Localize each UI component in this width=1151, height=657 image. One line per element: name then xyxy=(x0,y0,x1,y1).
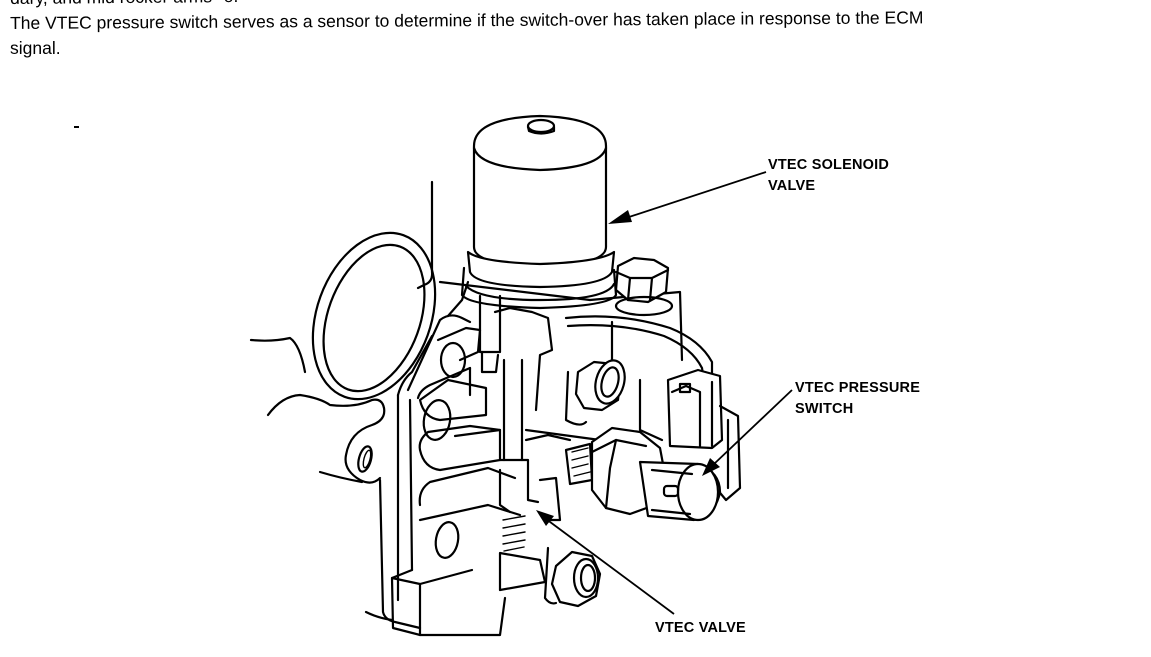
bottom-bolt xyxy=(543,546,602,608)
solenoid-arrow-icon xyxy=(608,210,632,224)
side-bolt xyxy=(564,359,626,426)
vtec-spool xyxy=(478,294,602,592)
connector xyxy=(638,368,742,502)
paragraph-signal: signal. xyxy=(10,38,61,58)
label-vtec-pressure-switch: VTEC PRESSURE SWITCH xyxy=(795,380,921,417)
valve-arrow-icon xyxy=(536,510,554,526)
label-vtec-solenoid-valve: VTEC SOLENOID VALVE xyxy=(768,157,890,194)
pressure-switch-leader xyxy=(713,389,793,465)
cylinder-head-outline xyxy=(249,180,437,630)
body-text: dary, and mid rocker arms *o. The VTEC p… xyxy=(10,0,1150,61)
top-bolt xyxy=(614,256,674,317)
solenoid-valve xyxy=(460,114,618,310)
pressure-switch xyxy=(564,426,722,522)
stray-mark xyxy=(74,126,79,128)
solenoid-leader xyxy=(625,171,767,219)
valve-leader xyxy=(541,515,675,615)
wire-harness xyxy=(564,315,714,382)
leader-lines xyxy=(536,171,793,615)
label-vtec-valve: VTEC VALVE xyxy=(655,620,746,636)
valve-housing xyxy=(390,280,684,637)
pressure-switch-arrow-icon xyxy=(702,458,720,476)
